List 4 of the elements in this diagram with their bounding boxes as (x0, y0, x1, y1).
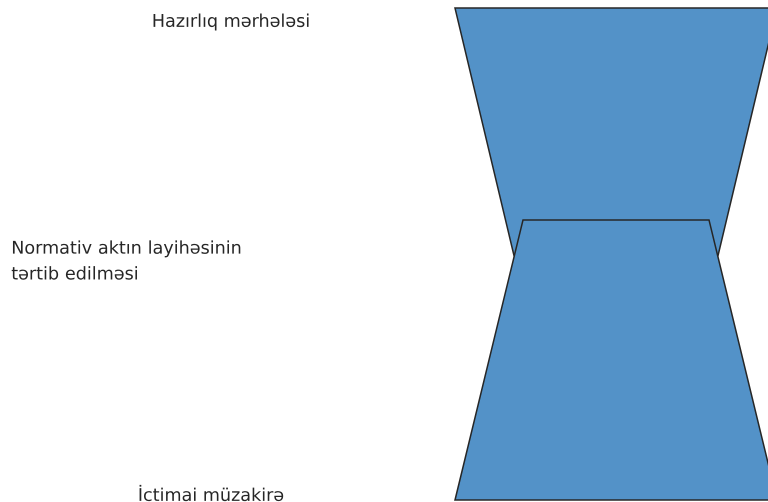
label-text: İctimai müzakirə (140, 484, 284, 502)
label-text: Hazırlıq mərhələsi (154, 14, 309, 30)
label-text: Normativ aktın layihəsinin tərtib edilməsi (12, 240, 240, 280)
trapezoid-shape (454, 219, 768, 501)
